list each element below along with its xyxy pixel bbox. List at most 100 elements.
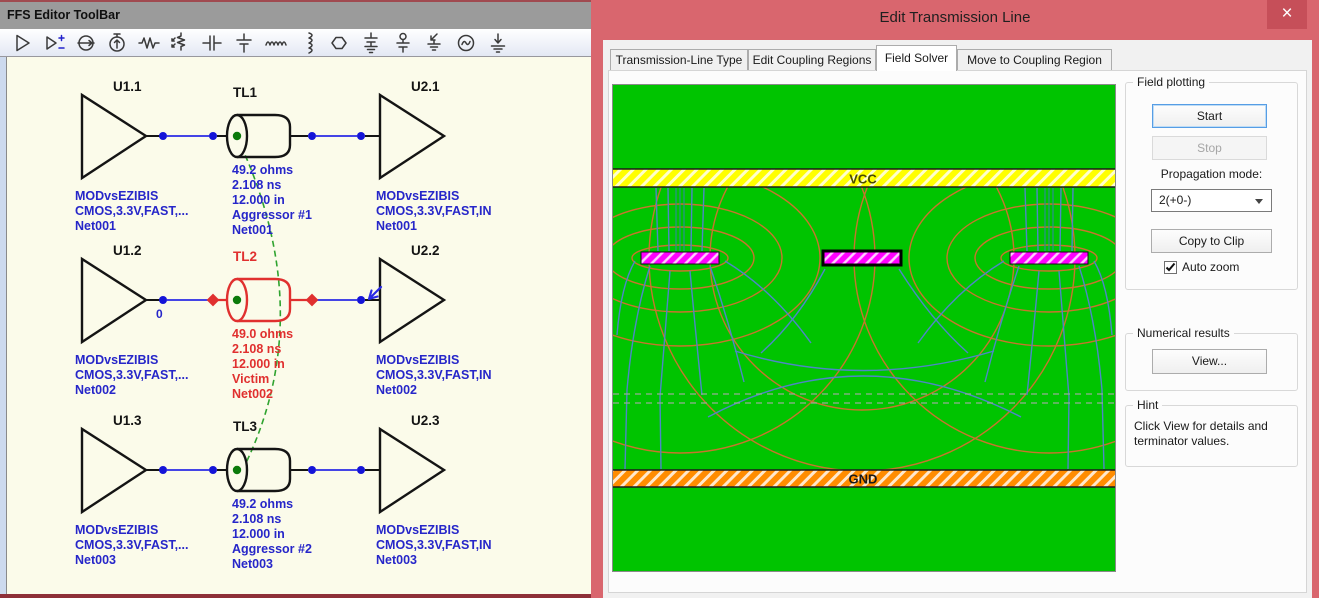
row-tl3: U1.3 MODvsEZIBIS CMOS,3.3V,FAST,... Net0… (75, 413, 492, 571)
svg-text:Net003: Net003 (75, 553, 116, 567)
propagation-mode-label: Propagation mode: (1160, 167, 1263, 181)
auto-zoom-checkbox[interactable]: Auto zoom (1164, 260, 1239, 274)
svg-text:Net002: Net002 (376, 383, 417, 397)
row-tl1: U1.1 MODvsEZIBIS CMOS,3.3V,FAST,... Net0… (75, 79, 492, 237)
trace-conductors (640, 249, 1089, 267)
auto-zoom-label: Auto zoom (1182, 260, 1240, 274)
wires-tl2[interactable]: 0 (146, 293, 380, 321)
reference-dashed-lines (613, 393, 1115, 404)
driver-u1-3[interactable]: U1.3 MODvsEZIBIS CMOS,3.3V,FAST,... Net0… (75, 413, 188, 567)
capacitor-to-ground-icon[interactable] (232, 31, 256, 55)
svg-text:TL3: TL3 (233, 419, 257, 434)
view-button[interactable]: View... (1152, 349, 1267, 374)
svg-text:49.0 ohms: 49.0 ohms (232, 327, 293, 341)
vcc-plane: VCC (610, 168, 1118, 188)
inductor-icon[interactable] (264, 31, 288, 55)
window-edge-bottom (0, 594, 591, 598)
dense-field-lines (675, 188, 1054, 251)
ffs-editor-window: FFS Editor ToolBar (0, 0, 591, 598)
field-plotting-group: Field plotting Start Stop Propagation mo… (1125, 75, 1298, 290)
receiver-u2-1[interactable]: U2.1 MODvsEZIBIS CMOS,3.3V,FAST,IN Net00… (376, 79, 492, 233)
tab-transmission-line-type[interactable]: Transmission-Line Type (610, 49, 748, 71)
close-icon[interactable]: × (1267, 0, 1307, 29)
copy-to-clip-button[interactable]: Copy to Clip (1151, 229, 1272, 253)
svg-text:CMOS,3.3V,FAST,...: CMOS,3.3V,FAST,... (75, 538, 188, 552)
pin-pointer-arrow (367, 285, 383, 301)
wires-tl3[interactable] (146, 466, 380, 474)
driver-u1-1[interactable]: U1.1 MODvsEZIBIS CMOS,3.3V,FAST,... Net0… (75, 79, 188, 233)
ibis-buffer-icon[interactable] (42, 31, 66, 55)
capacitor-icon[interactable] (200, 31, 224, 55)
aggressor1-conductor (640, 251, 720, 265)
tab-move-to-coupling-region[interactable]: Move to Coupling Region (957, 49, 1112, 71)
svg-text:U1.3: U1.3 (113, 413, 142, 428)
hint-group: Hint Click View for details and terminat… (1125, 398, 1298, 467)
transmission-line-tl3[interactable]: TL3 49.2 ohms 2.108 ns 12.000 in Aggress… (225, 419, 312, 571)
svg-text:12.000 in: 12.000 in (232, 193, 285, 207)
terminator-icon[interactable] (359, 31, 383, 55)
tab-edit-coupling-regions[interactable]: Edit Coupling Regions (748, 49, 876, 71)
propagation-mode-select[interactable]: 2(+0-) (1151, 189, 1272, 212)
diode-terminator-icon[interactable] (422, 31, 446, 55)
svg-text:Net002: Net002 (75, 383, 116, 397)
vcc-label: VCC (849, 172, 877, 187)
svg-text:U2.3: U2.3 (411, 413, 440, 428)
victim-conductor-selected (821, 249, 903, 267)
chevron-down-icon (1255, 199, 1263, 204)
propagation-mode-value: 2(+0-) (1159, 193, 1192, 207)
ground-icon[interactable] (486, 31, 510, 55)
plot-dielectric-background (613, 85, 1115, 571)
gnd-label: GND (849, 472, 878, 487)
electric-field-lines (616, 187, 1113, 470)
pullup-terminator-icon[interactable] (391, 31, 415, 55)
svg-text:2.108 ns: 2.108 ns (232, 342, 281, 356)
canvas-left-margin (0, 57, 7, 594)
transmission-line-icon[interactable] (327, 31, 351, 55)
svg-text:12.000 in: 12.000 in (232, 527, 285, 541)
ffs-toolbar-titlebar[interactable]: FFS Editor ToolBar (0, 2, 591, 29)
dialog-border-left (591, 40, 603, 598)
numerical-results-group: Numerical results View... (1125, 326, 1298, 391)
dialog-titlebar[interactable] (591, 0, 1319, 40)
voltage-source-icon[interactable] (105, 31, 129, 55)
svg-text:MODvsEZIBIS: MODvsEZIBIS (75, 353, 158, 367)
dialog-client-area: Transmission-Line Type Edit Coupling Reg… (603, 40, 1312, 598)
svg-text:Net003: Net003 (376, 553, 417, 567)
svg-text:U2.2: U2.2 (411, 243, 440, 258)
receiver-u2-2[interactable]: U2.2 MODvsEZIBIS CMOS,3.3V,FAST,IN Net00… (376, 243, 492, 397)
vertical-inductor-icon[interactable] (296, 31, 320, 55)
receiver-u2-3[interactable]: U2.3 MODvsEZIBIS CMOS,3.3V,FAST,IN Net00… (376, 413, 492, 567)
hint-text-line1: Click View for details and (1134, 419, 1268, 433)
hint-legend: Hint (1133, 398, 1163, 412)
driver-u1-2[interactable]: U1.2 MODvsEZIBIS CMOS,3.3V,FAST,... Net0… (75, 243, 188, 397)
ac-source-icon[interactable] (454, 31, 478, 55)
svg-text:2.108 ns: 2.108 ns (232, 512, 281, 526)
pullup-resistor-icon[interactable] (169, 31, 193, 55)
current-source-icon[interactable] (74, 31, 98, 55)
transmission-line-tl1[interactable]: TL1 49.2 ohms 2.108 ns 12.000 in Aggress… (225, 85, 312, 237)
transmission-line-tl2-selected[interactable]: TL2 49.0 ohms 2.108 ns 12.000 in Victim … (225, 249, 293, 401)
svg-text:MODvsEZIBIS: MODvsEZIBIS (75, 189, 158, 203)
aggressor2-conductor (1009, 251, 1089, 265)
resistor-icon[interactable] (137, 31, 161, 55)
svg-text:CMOS,3.3V,FAST,IN: CMOS,3.3V,FAST,IN (376, 368, 492, 382)
svg-text:Net001: Net001 (232, 223, 273, 237)
svg-text:CMOS,3.3V,FAST,...: CMOS,3.3V,FAST,... (75, 368, 188, 382)
svg-text:CMOS,3.3V,FAST,IN: CMOS,3.3V,FAST,IN (376, 204, 492, 218)
ffs-toolbar (0, 29, 591, 57)
svg-text:CMOS,3.3V,FAST,...: CMOS,3.3V,FAST,... (75, 204, 188, 218)
svg-text:MODvsEZIBIS: MODvsEZIBIS (376, 523, 459, 537)
svg-text:U2.1: U2.1 (411, 79, 440, 94)
field-plot: VCC GND (610, 84, 1118, 572)
tab-field-solver[interactable]: Field Solver (876, 45, 957, 71)
numerical-results-legend: Numerical results (1133, 326, 1234, 340)
start-button[interactable]: Start (1152, 104, 1267, 128)
node-zero-label: 0 (156, 307, 163, 321)
svg-text:MODvsEZIBIS: MODvsEZIBIS (75, 523, 158, 537)
svg-text:TL1: TL1 (233, 85, 257, 100)
schematic-canvas[interactable]: U1.1 MODvsEZIBIS CMOS,3.3V,FAST,... Net0… (0, 57, 591, 594)
driver-buffer-icon[interactable] (10, 31, 34, 55)
dialog-border-right (1312, 0, 1319, 598)
wires-tl1[interactable] (146, 132, 380, 140)
